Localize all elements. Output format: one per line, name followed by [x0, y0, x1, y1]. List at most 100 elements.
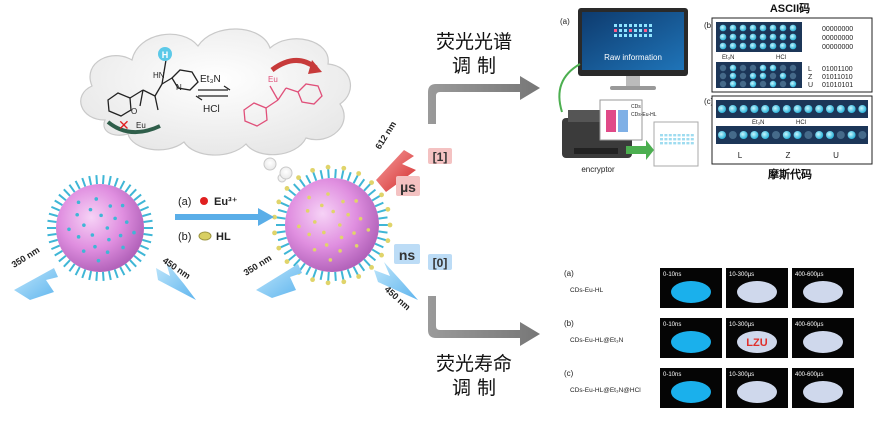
ink-label-cdseuhl: CDs-Eu-HL: [631, 112, 657, 118]
core-dot: [81, 249, 86, 253]
ascii-dot-bottom: [789, 80, 797, 88]
hl-dot: [341, 279, 347, 285]
surface-ligand: [139, 205, 150, 212]
morse-title: 摩斯代码: [768, 167, 812, 181]
core-dot: [341, 199, 345, 204]
surface-ligand: [124, 184, 132, 193]
emission-spot: [803, 381, 843, 403]
ascii-title: ASCII码: [770, 2, 810, 15]
surface-ligand: [283, 195, 293, 202]
sheet-pixel: [660, 134, 663, 137]
morse-dot-bottom: [739, 131, 748, 139]
ascii-dot-bottom: [779, 80, 787, 88]
svg-text:N: N: [176, 83, 182, 92]
morse-dot-bottom: [782, 131, 791, 139]
ascii-dot-top: [789, 33, 797, 41]
surface-ligand: [81, 177, 87, 187]
surface-ligand: [327, 271, 330, 281]
sheet-pixel: [664, 138, 668, 141]
surface-ligand: [68, 184, 76, 193]
ascii-dot-bottom: [769, 64, 777, 72]
screen-pixel: [619, 29, 622, 32]
core-dot: [96, 258, 101, 263]
morse-letter: L: [738, 151, 743, 160]
ligand-molecule-left: [107, 59, 199, 117]
beam-450-left: [156, 262, 196, 300]
morse-dot-bottom: [804, 131, 813, 139]
ascii-dot-top: [739, 24, 747, 32]
surface-ligand: [298, 178, 306, 188]
time-window: 0-10ns: [663, 272, 681, 278]
hl-dot: [296, 175, 301, 181]
core-dot: [328, 258, 333, 262]
ascii-dot-bottom: [769, 80, 777, 88]
surface-ligand: [58, 254, 67, 263]
time-window: 0-10ns: [663, 372, 681, 378]
core-dot: [312, 220, 317, 224]
surface-ligand: [119, 266, 126, 276]
surface-ligand: [119, 180, 126, 190]
surface-ligand: [327, 169, 330, 179]
ascii-dot-top: [739, 33, 747, 41]
ascii-dot-bottom: [779, 72, 787, 80]
hl-dot: [356, 274, 362, 279]
surface-ligand: [358, 178, 366, 188]
time-window: 10-300µs: [729, 322, 754, 328]
surface-ligand: [334, 271, 337, 281]
hl-dot: [356, 171, 362, 176]
badge-us: µs: [400, 179, 416, 195]
screen-pixel: [644, 24, 647, 27]
lifetime-row-label: (c): [564, 369, 574, 378]
morse-dot-bottom: [847, 131, 856, 139]
surface-ligand: [63, 188, 71, 197]
ascii-dot-top: [739, 42, 747, 50]
svg-text:H: H: [162, 50, 169, 60]
surface-ligand: [319, 270, 324, 281]
hl-dot: [379, 192, 384, 198]
badge-ns: ns: [399, 247, 416, 263]
hl-dot: [385, 238, 391, 244]
morse-dot-top: [793, 105, 802, 113]
ascii-zero-row: 00000000: [822, 26, 853, 33]
core-dot: [338, 223, 342, 227]
core-dot: [346, 212, 350, 217]
beam-350-right: [256, 264, 302, 298]
ligand-molecule-right: [243, 83, 323, 127]
core-dot: [121, 245, 125, 250]
surface-ligand: [346, 171, 352, 182]
ascii-dot-bottom: [739, 80, 747, 88]
print-arrow: [626, 140, 654, 160]
spectral-panel-c: (c): [704, 97, 714, 106]
blocked-cross-icon: ✕: [118, 117, 130, 133]
ascii-dot-bottom: [759, 72, 767, 80]
core-dot: [338, 249, 342, 253]
surface-ligand: [371, 248, 381, 255]
screen-pixel: [629, 34, 632, 37]
surface-ligand: [312, 268, 318, 279]
surface-ligand: [280, 242, 290, 249]
sheet-pixel: [673, 142, 677, 145]
lifetime-title-line2: 调 制: [452, 377, 496, 399]
sheet-pixel: [677, 138, 681, 141]
surface-ligand: [371, 195, 381, 202]
surface-ligand: [352, 174, 359, 184]
lifetime-row-label: (a): [564, 269, 574, 278]
step-a-label: (a): [178, 196, 191, 208]
morse-dot-top: [728, 105, 737, 113]
core-dot: [354, 243, 359, 248]
surface-ligand: [340, 169, 345, 180]
surface-ligand: [277, 208, 288, 214]
raw-information: Raw information: [604, 53, 662, 62]
ascii-dot-top: [759, 42, 767, 50]
core-dot: [105, 250, 110, 254]
hl-dot: [369, 180, 374, 186]
surface-ligand: [139, 244, 150, 251]
ascii-code: 01001100: [822, 66, 853, 73]
ascii-dot-bottom: [789, 64, 797, 72]
morse-dot-top: [847, 105, 856, 113]
screen-pixel: [629, 24, 632, 27]
core-dot: [352, 231, 356, 235]
surface-ligand: [68, 263, 76, 272]
lifetime-sample: CDs-Eu-HL: [570, 287, 604, 294]
wave-350-left: 350 nm: [10, 245, 42, 270]
